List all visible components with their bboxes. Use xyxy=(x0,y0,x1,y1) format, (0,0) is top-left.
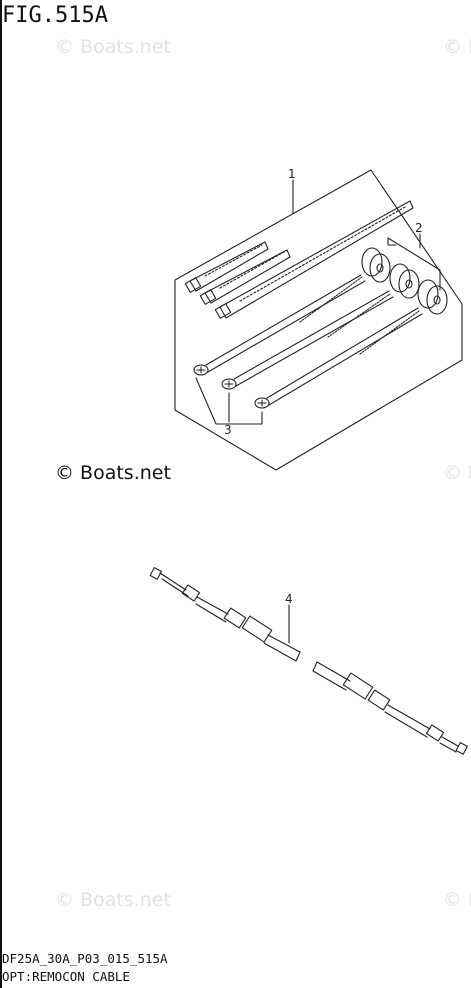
remocon-cable-lower xyxy=(312,661,468,755)
cable-tie-short-1 xyxy=(184,241,269,293)
callout-2: 2 xyxy=(415,221,423,235)
figure-title: FIG.515A xyxy=(2,3,108,28)
watermark-middle: © Boats.net xyxy=(55,462,171,484)
spacer-2 xyxy=(389,263,420,299)
callout-3: 3 xyxy=(224,423,232,437)
kit-box-outline xyxy=(174,169,463,471)
callout-1: 1 xyxy=(288,167,296,181)
watermark-bottom-right-clipped: © B xyxy=(443,889,471,911)
bracket-spacers xyxy=(387,237,397,246)
bracket-bolts xyxy=(195,377,263,425)
bolt-1 xyxy=(193,274,366,376)
left-border-line xyxy=(0,0,2,988)
bolt-2 xyxy=(221,290,394,390)
remocon-cable-upper xyxy=(149,567,301,662)
watermark-top: © Boats.net xyxy=(55,36,171,58)
watermark-middle-right-clipped: © B xyxy=(443,462,471,484)
cable-tie-long xyxy=(214,200,414,319)
spacer-3 xyxy=(417,279,448,315)
watermark-top-right-clipped: © B xyxy=(443,36,471,58)
bolt-3 xyxy=(254,307,423,409)
figure-name: OPT:REMOCON CABLE xyxy=(2,969,130,984)
cable-tie-short-2 xyxy=(199,249,291,305)
spacer-1 xyxy=(361,247,391,283)
watermark-bottom: © Boats.net xyxy=(55,889,171,911)
callout-4: 4 xyxy=(285,592,293,606)
figure-code: DF25A_30A_P03_015_515A xyxy=(2,951,168,966)
